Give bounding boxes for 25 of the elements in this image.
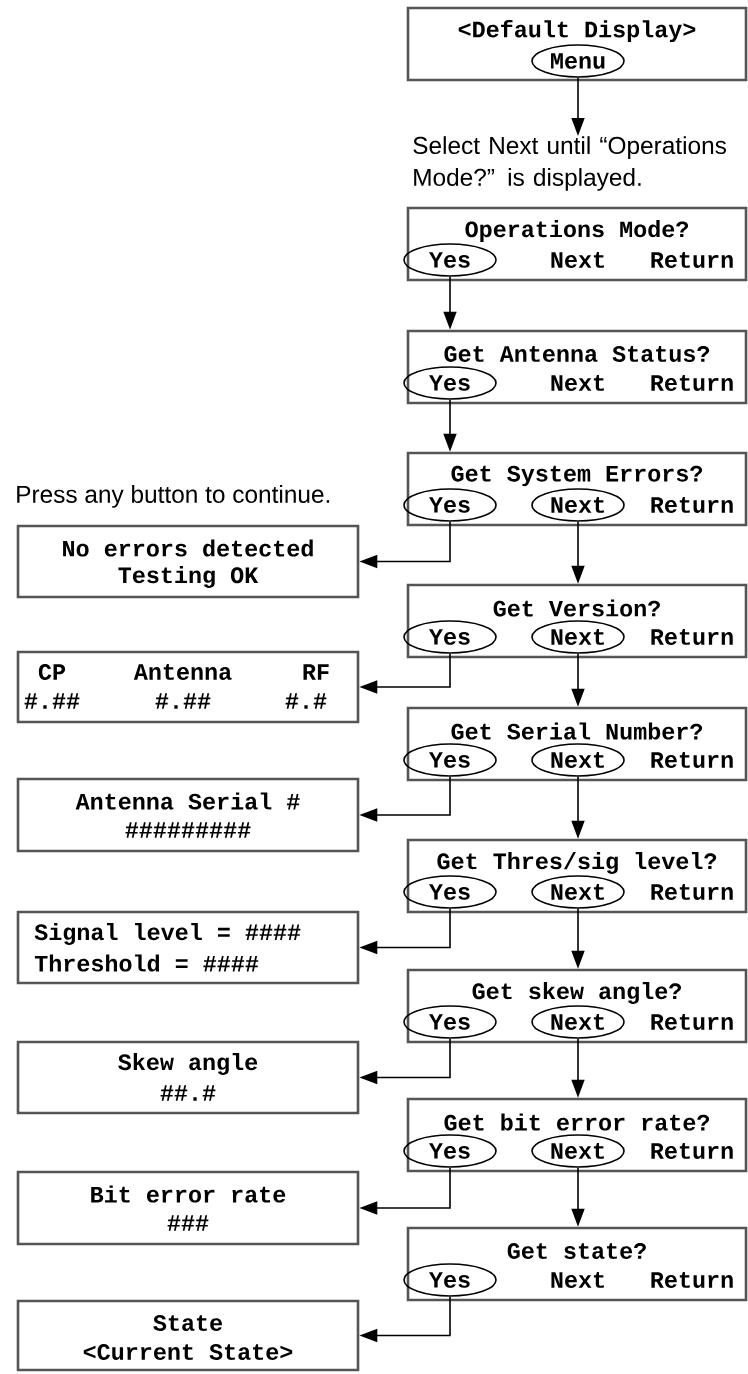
note-text: Press any button to continue. [17, 485, 330, 508]
display-box: Antenna Serial # ######### [16, 777, 360, 853]
button-oval: Yes [403, 366, 497, 400]
button-oval: Menu [531, 44, 625, 78]
display-box: Signal level = #### Threshold = #### [16, 910, 360, 985]
button-oval: Yes [403, 1134, 497, 1168]
button-oval: Yes [403, 243, 497, 277]
display-box: State <Current State> [16, 1299, 360, 1372]
button-oval: Next [531, 620, 625, 654]
display-box: Skew angle ##.# [16, 1040, 360, 1115]
button-oval: Yes [403, 875, 497, 909]
button-oval: Yes [403, 743, 497, 777]
button-oval: Next [531, 1005, 625, 1039]
button-oval: Yes [403, 620, 497, 654]
display-box: Bit error rate ### [16, 1170, 360, 1246]
button-oval: Next [531, 488, 625, 522]
display-box: CP Antenna RF #.## #.## #.# [16, 650, 360, 724]
display-box: No errors detected Testing OK [16, 524, 360, 599]
button-oval: Yes [403, 488, 497, 522]
button-oval: Next [531, 875, 625, 909]
instruction-text: Select Next until “Operations Mode?” is displayed. [413, 136, 726, 191]
button-oval: Yes [403, 1005, 497, 1039]
button-oval: Next [531, 743, 625, 777]
button-oval: Next [531, 1134, 625, 1168]
button-oval: Yes [403, 1263, 497, 1297]
